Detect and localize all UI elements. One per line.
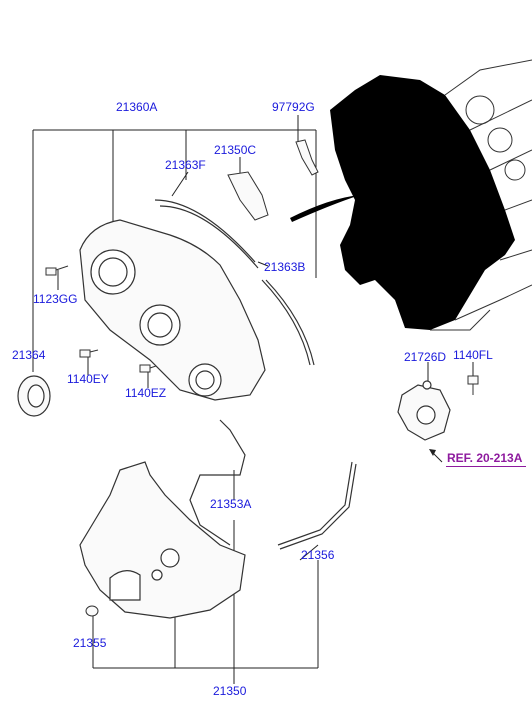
label-21350[interactable]: 21350 [213,684,247,698]
label-21726D[interactable]: 21726D [404,350,447,364]
label-21356[interactable]: 21356 [301,548,335,562]
gasket-21356 [277,461,353,546]
reference-underline [446,466,526,467]
label-21350C[interactable]: 21350C [214,143,257,157]
label-97792G[interactable]: 97792G [272,100,315,114]
ref-arrowhead [429,449,436,456]
cover-gaskets [154,199,315,366]
engine-block [290,59,532,331]
label-21353A[interactable]: 21353A [210,497,252,511]
clip-97792G [295,139,319,176]
label-21363B[interactable]: 21363B [264,260,306,274]
bracket-21350C [227,171,269,221]
gasket-21353A [189,419,246,546]
label-1123GG[interactable]: 1123GG [33,292,78,306]
lower-timing-cover [79,461,246,619]
gasket-21356-inner [279,463,357,550]
washer-21364 [17,375,51,417]
label-21364[interactable]: 21364 [12,348,46,362]
leader-lines [32,115,474,684]
label-21363F[interactable]: 21363F [165,158,206,172]
plug-21355 [85,605,99,617]
label-1140EZ[interactable]: 1140EZ [125,386,167,400]
flange-part [397,380,451,441]
label-21355[interactable]: 21355 [73,636,107,650]
label-1140EY[interactable]: 1140EY [67,372,109,386]
bolts [45,265,479,395]
upper-timing-cover [79,219,266,401]
reference-link[interactable]: REF. 20-213A [447,451,523,465]
label-21360A[interactable]: 21360A [116,100,158,114]
label-1140FL[interactable]: 1140FL [453,348,493,362]
